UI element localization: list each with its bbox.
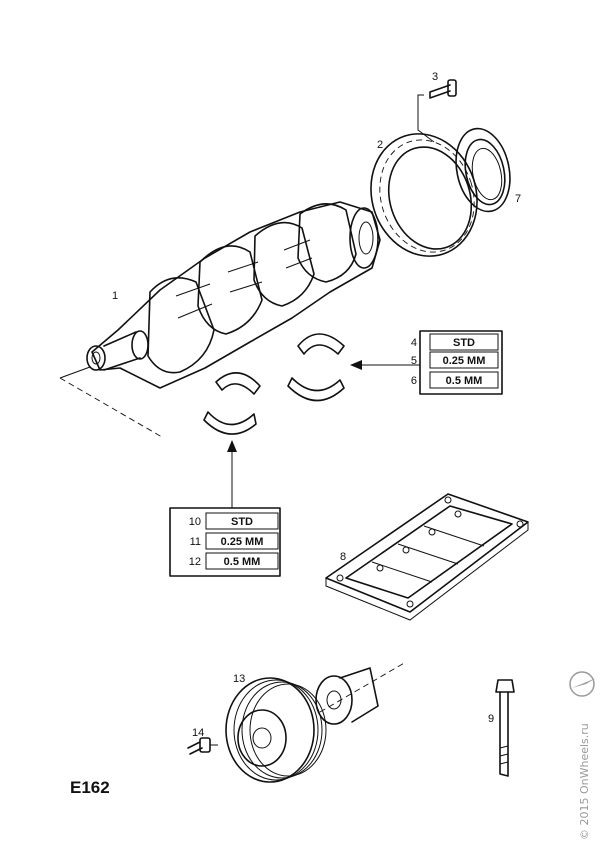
callout-10: 10 [189, 516, 201, 528]
upper-size-table: 4 5 6 STD 0.25 MM 0.5 MM [411, 330, 503, 395]
callout-8: 8 [340, 551, 346, 563]
callout-14: 14 [192, 727, 204, 739]
upper-size-05: 0.5 MM [446, 375, 483, 387]
lower-size-table: 10 11 12 STD 0.25 MM 0.5 MM [169, 507, 281, 577]
callout-9: 9 [488, 713, 494, 725]
lower-size-std: STD [231, 516, 253, 528]
brand-emblem-icon [569, 671, 596, 697]
lower-size-05: 0.5 MM [224, 556, 261, 568]
callout-11: 11 [190, 536, 201, 548]
screw-drawing [417, 79, 457, 143]
upper-size-std: STD [453, 337, 475, 349]
callout-7: 7 [515, 193, 521, 205]
pulley-bolt-drawing [187, 737, 218, 755]
upper-table-arrowhead [350, 360, 362, 370]
callout-4: 4 [411, 337, 417, 349]
bearing-shells-upper-drawing [287, 333, 345, 402]
callout-13: 13 [233, 673, 245, 685]
sprocket-hub-drawing [315, 667, 379, 725]
lower-size-025: 0.25 MM [221, 536, 264, 548]
lower-table-arrowhead [227, 440, 237, 452]
callout-5: 5 [411, 355, 417, 367]
callout-6: 6 [411, 375, 417, 387]
callout-2: 2 [377, 139, 383, 151]
oil-seal-drawing [455, 127, 511, 213]
callout-3: 3 [432, 71, 438, 83]
ladder-frame-drawing [325, 493, 529, 621]
callout-12: 12 [189, 556, 201, 568]
crankshaft-pulley-drawing [225, 661, 407, 783]
watermark: © 2015 OnWheels.ru [578, 723, 591, 840]
upper-size-025: 0.25 MM [443, 355, 486, 367]
bearing-shells-lower-drawing [203, 372, 261, 435]
diagram-code: E162 [70, 778, 110, 797]
callout-1: 1 [112, 290, 118, 302]
crankshaft-drawing [59, 201, 381, 438]
long-bolt-drawing [495, 679, 515, 777]
